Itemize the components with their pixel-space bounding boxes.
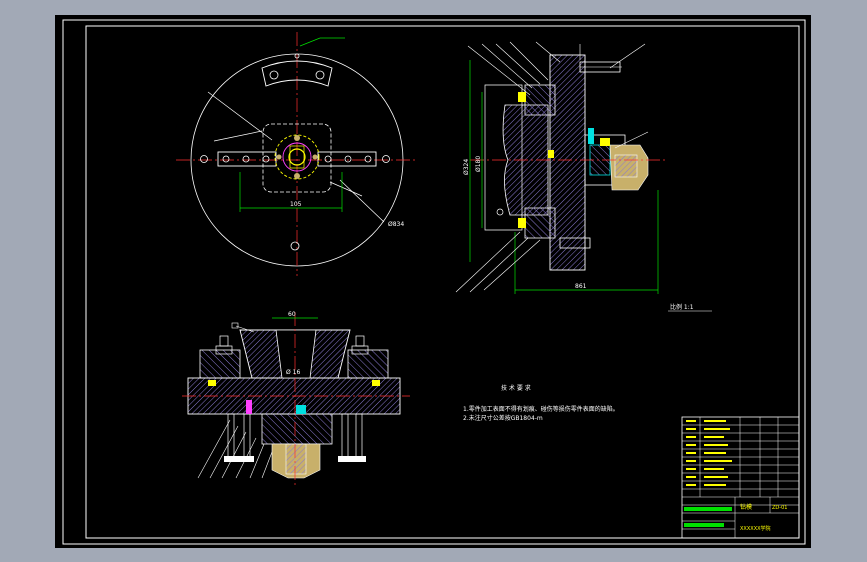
front-leader-top — [235, 325, 255, 333]
sheet-inner-border — [85, 25, 800, 539]
central-flange — [262, 123, 332, 193]
leader-top-1 — [299, 37, 321, 47]
front-detail-magenta — [246, 400, 252, 414]
front-bushing — [261, 413, 333, 445]
leader-4 — [509, 41, 549, 81]
central-bore-outer — [274, 134, 320, 180]
leader-3 — [495, 43, 541, 85]
workpiece-outline — [484, 84, 523, 231]
bore-bolt-left — [276, 154, 282, 160]
front-leader-3 — [221, 431, 247, 479]
leader-7 — [609, 43, 646, 69]
arc-slot-hole-right — [315, 70, 325, 80]
company-name: XXXXXX学院 — [740, 525, 771, 532]
front-handle-hub — [285, 443, 307, 475]
right-slot-arm — [317, 151, 377, 167]
right-arm-hole-2 — [344, 155, 352, 163]
technical-notes: 技 术 要 求 1.零件加工表面不得有划痕、碰伤等损伤零件表面的缺陷。 2.未注… — [463, 384, 619, 423]
top-bolt-left — [219, 335, 229, 347]
dim-circle-text: Ø834 — [388, 221, 404, 228]
front-detail-yellow-right — [372, 380, 380, 386]
title-highlight-green-2 — [684, 523, 724, 527]
arc-slot — [261, 60, 333, 87]
title-block-frame — [681, 416, 800, 539]
leader-1 — [467, 45, 531, 96]
front-view[interactable]: 60 Ø 16 — [182, 311, 410, 488]
left-arm-hole-2 — [242, 155, 250, 163]
nut-right — [338, 456, 366, 462]
dim-length-text: 861 — [575, 283, 587, 290]
bore-bolt-top — [294, 135, 300, 141]
front-leader-2 — [209, 425, 239, 479]
nut-left — [224, 456, 254, 462]
central-bore-inner — [288, 148, 306, 166]
leader-right — [614, 131, 649, 149]
right-arm-hole-3 — [364, 155, 372, 163]
workpiece-bore — [275, 329, 317, 379]
side-detail-cyan — [588, 128, 594, 144]
locating-hole-top — [294, 53, 300, 59]
notes-title: 技 术 要 求 — [501, 385, 531, 392]
dim-bore-text: Ø 16 — [286, 369, 300, 376]
top-view[interactable]: 105 Ø834 — [176, 32, 416, 276]
arc-slot-hole-left — [269, 70, 279, 80]
notes-line-1: 1.零件加工表面不得有划痕、碰伤等损伤零件表面的缺陷。 — [463, 406, 619, 413]
front-leader-4 — [235, 437, 257, 479]
side-view[interactable]: Ø324 Ø180 861 比例 1:1 — [455, 41, 712, 312]
parts-list-text — [686, 420, 732, 486]
title-cells — [682, 497, 799, 538]
leader-bottom-3 — [483, 239, 541, 291]
bore-bolt-right — [312, 154, 318, 160]
dim-d1-text: Ø324 — [463, 159, 470, 175]
side-detail-yellow — [600, 138, 610, 146]
base-plate-right-block — [347, 349, 389, 379]
leader-right-low — [339, 179, 385, 223]
dim-105-text: 105 — [290, 201, 302, 208]
left-slot-arm — [217, 151, 277, 167]
leader-right-low-2 — [329, 181, 363, 197]
top-bolt-right — [355, 335, 365, 347]
drawing-number: ZD-01 — [772, 505, 787, 511]
title-highlight-green — [684, 507, 732, 511]
bottom-bolt — [559, 237, 591, 249]
central-bore-mid — [282, 142, 312, 172]
front-marker — [231, 322, 239, 329]
front-detail-yellow-left — [208, 380, 216, 386]
leader-left-2 — [213, 130, 263, 142]
drawing-title: 钻模 — [740, 503, 752, 511]
pin-mid — [548, 150, 554, 158]
dim-d2-text: Ø180 — [475, 156, 482, 172]
notes-line-2: 2.未注尺寸公差按GB1804-m — [463, 415, 543, 422]
front-detail-cyan — [296, 405, 306, 414]
side-handle-knob — [614, 154, 638, 178]
sheet-outer-border — [62, 19, 806, 545]
leader-5 — [535, 41, 561, 63]
left-arm-hole-1 — [222, 155, 230, 163]
body-main-block — [549, 54, 586, 271]
right-end-hole — [382, 155, 390, 163]
drawing-sheet — [55, 15, 811, 548]
pin-bottom — [518, 218, 526, 228]
locating-hole-bottom — [290, 241, 300, 251]
left-end-hole — [200, 155, 208, 163]
front-leader-5 — [249, 443, 265, 479]
detail-callout-circle — [496, 208, 504, 216]
front-leader-1 — [197, 419, 231, 479]
leader-bottom-1 — [455, 231, 521, 293]
top-center-slot — [289, 145, 305, 169]
leader-bottom-2 — [469, 237, 529, 293]
bore-bolt-bottom — [294, 173, 300, 179]
leader-2 — [481, 43, 533, 89]
title-block[interactable]: 钻模 ZD-01 XXXXXX学院 — [681, 416, 800, 539]
callout-text: 比例 1:1 — [670, 303, 694, 311]
pin-top — [518, 92, 526, 102]
dim-top-text: 60 — [288, 311, 296, 318]
parts-list-grid — [682, 417, 799, 498]
leader-left — [207, 91, 273, 141]
base-plate-left-block — [199, 349, 241, 379]
front-leader-6 — [261, 451, 273, 479]
